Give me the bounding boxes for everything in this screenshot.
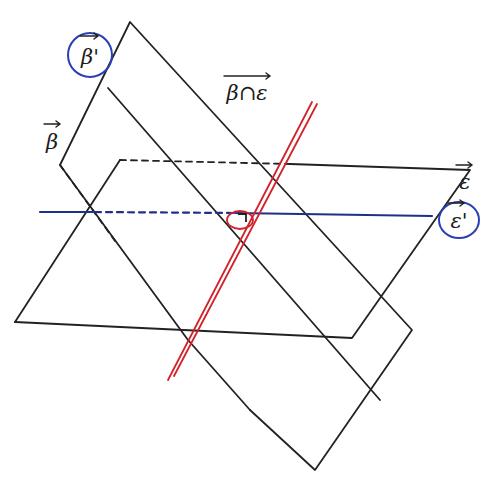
line-epsilon-prime — [40, 211, 95, 213]
plane-epsilon-hidden — [120, 160, 290, 164]
line-epsilon-prime-hidden — [95, 212, 235, 213]
plane-epsilon — [15, 164, 470, 338]
intersection-line — [174, 104, 317, 376]
vector-arrow — [80, 33, 98, 39]
line-beta-prime — [108, 88, 380, 400]
plane-label: β∩ε — [224, 82, 269, 105]
plane-label: β — [44, 131, 60, 154]
vector-arrow — [456, 162, 472, 168]
plane-label: ε — [457, 171, 472, 194]
highlight-circle — [68, 33, 112, 77]
plane-label: ε' — [448, 210, 469, 233]
intersection-line — [168, 102, 312, 380]
plane-beta — [60, 22, 412, 470]
right-angle-mark — [238, 214, 246, 222]
plane-label: β' — [79, 46, 101, 69]
plane-beta-below — [188, 340, 250, 410]
plane-epsilon — [15, 160, 120, 322]
right-angle-mark — [227, 211, 253, 229]
highlight-circle — [439, 202, 479, 238]
vector-arrow — [224, 73, 270, 79]
vector-arrow — [448, 200, 464, 206]
plane-beta-hidden — [60, 165, 118, 245]
line-epsilon-prime — [235, 213, 432, 216]
vector-arrow — [44, 121, 60, 127]
